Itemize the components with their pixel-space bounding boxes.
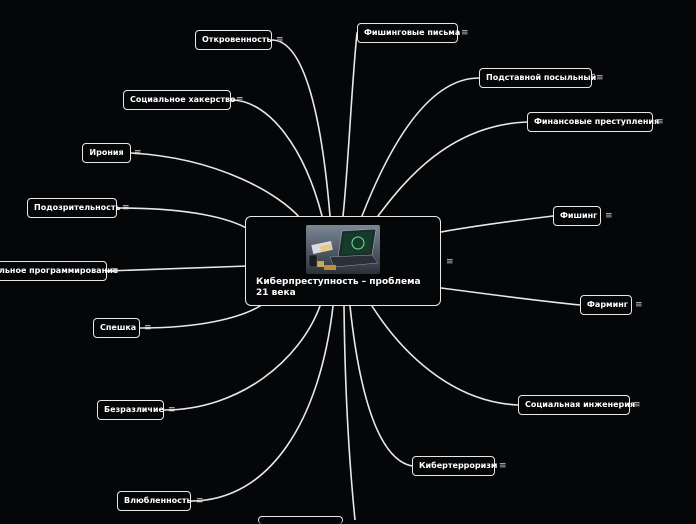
branch-pharming[interactable]: Фарминг: [580, 295, 632, 315]
laptop-hacker-image: [306, 225, 380, 274]
connector: [440, 215, 554, 233]
menu-icon[interactable]: ≡: [635, 300, 643, 310]
connector: [377, 121, 528, 217]
menu-icon[interactable]: ≡: [122, 203, 130, 213]
branch-fake-courier[interactable]: Подставной посыльный: [479, 68, 596, 88]
connector: [271, 39, 331, 217]
connector: [163, 305, 321, 411]
menu-icon[interactable]: ≡: [461, 28, 469, 38]
menu-icon[interactable]: ≡: [134, 148, 142, 158]
branch-neuro-programming[interactable]: льное программирование: [0, 261, 118, 281]
connector: [230, 99, 323, 217]
branch-cyberterrorism[interactable]: Кибертерроризм: [412, 456, 497, 476]
connector: [106, 265, 249, 272]
connector: [349, 305, 413, 467]
branch-partial-bottom[interactable]: [258, 516, 343, 524]
connector: [342, 32, 358, 217]
branch-social-hacking[interactable]: Социальное хакерство: [123, 90, 236, 110]
connector: [139, 305, 261, 329]
connector: [371, 305, 519, 406]
connector: [190, 305, 334, 502]
branch-financial-crimes[interactable]: Финансовые преступления: [527, 112, 659, 132]
branch-suspicion[interactable]: Подозрительность: [27, 198, 121, 218]
connector: [361, 77, 480, 217]
central-topic-title: Киберпреступность – проблема 21 века: [256, 277, 421, 298]
branch-social-engineering[interactable]: Социальная инженерия: [518, 395, 635, 415]
branch-infatuation[interactable]: Влюбленность: [117, 491, 192, 511]
menu-icon[interactable]: ≡: [196, 496, 204, 506]
branch-indifference[interactable]: Безразличие: [97, 400, 164, 420]
connector: [116, 207, 251, 231]
menu-icon[interactable]: ≡: [236, 95, 244, 105]
branch-phishing[interactable]: Фишинг: [553, 206, 601, 226]
connector: [343, 305, 356, 520]
connector: [440, 287, 581, 306]
branch-otkrovennost[interactable]: Откровенность: [195, 30, 272, 50]
menu-icon[interactable]: ≡: [111, 266, 119, 276]
menu-icon[interactable]: ≡: [144, 323, 152, 333]
menu-icon[interactable]: ≡: [276, 35, 284, 45]
menu-icon[interactable]: ≡: [499, 461, 507, 471]
menu-icon[interactable]: ≡: [633, 400, 641, 410]
branch-irony[interactable]: Ирония: [82, 143, 131, 163]
central-topic[interactable]: Киберпреступность – проблема 21 века: [245, 216, 441, 306]
connector: [130, 152, 301, 219]
menu-icon[interactable]: ≡: [596, 73, 604, 83]
menu-icon[interactable]: ≡: [168, 405, 176, 415]
menu-icon[interactable]: ≡: [446, 257, 454, 267]
menu-icon[interactable]: ≡: [605, 211, 613, 221]
menu-icon[interactable]: ≡: [656, 117, 664, 127]
branch-haste[interactable]: Спешка: [93, 318, 140, 338]
branch-phishing-letters[interactable]: Фишинговые письма: [357, 23, 460, 43]
